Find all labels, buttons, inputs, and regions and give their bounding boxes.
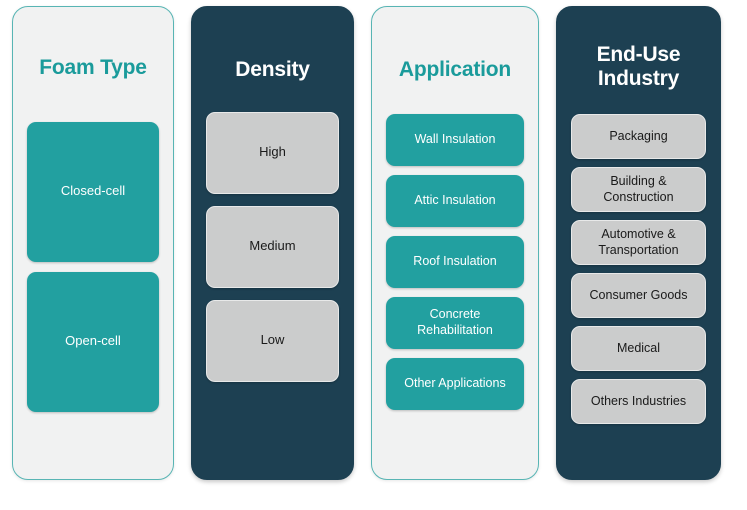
card-item[interactable]: Automotive & Transportation	[571, 220, 706, 266]
column-title-foam-type: Foam Type	[39, 56, 147, 79]
card-item[interactable]: High	[206, 111, 339, 194]
card-item[interactable]: Low	[206, 299, 339, 382]
column-title-end-use-industry: End-Use Industry	[596, 43, 681, 90]
card-item[interactable]: Concrete Rehabilitation	[386, 296, 524, 349]
column-title-density: Density	[235, 58, 310, 81]
card-item[interactable]: Closed-cell	[27, 121, 159, 262]
card-item[interactable]: Attic Insulation	[386, 174, 524, 227]
card-item[interactable]: Building & Construction	[571, 167, 706, 213]
column-title-application: Application	[398, 58, 512, 81]
card-item[interactable]: Packaging	[571, 114, 706, 160]
card-item[interactable]: Medium	[206, 205, 339, 288]
card-item[interactable]: Medical	[571, 326, 706, 372]
card-item[interactable]: Others Industries	[571, 379, 706, 425]
card-item[interactable]: Roof Insulation	[386, 235, 524, 288]
card-item[interactable]: Wall Insulation	[386, 113, 524, 166]
card-item[interactable]: Open-cell	[27, 271, 159, 412]
card-item[interactable]: Other Applications	[386, 357, 524, 410]
card-item[interactable]: Consumer Goods	[571, 273, 706, 319]
